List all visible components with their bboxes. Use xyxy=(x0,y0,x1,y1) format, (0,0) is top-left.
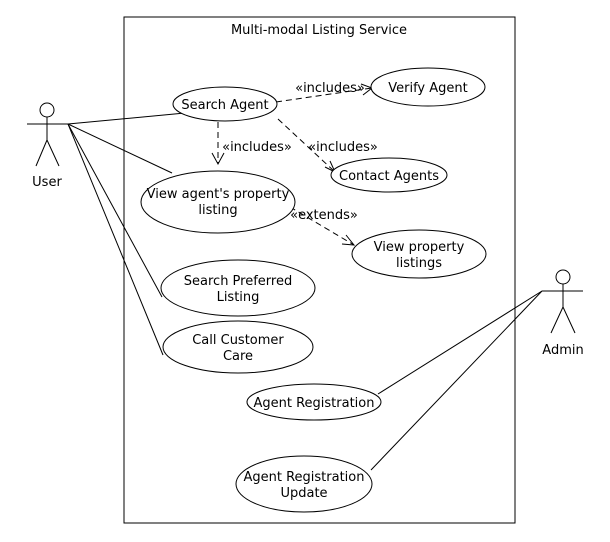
use-case-verify-agent-label: Verify Agent xyxy=(388,81,468,96)
user-associations xyxy=(67,112,186,356)
use-case-view-agent-listing-label-2: listing xyxy=(198,203,237,218)
use-case-agent-registration-update: Agent Registration Update xyxy=(235,455,373,513)
association-admin-agent-registration xyxy=(377,290,543,395)
includes-label-view: «includes» xyxy=(222,140,292,155)
use-case-agent-registration-update-label-2: Update xyxy=(280,486,327,501)
includes-label-verify: «includes» xyxy=(295,81,365,96)
includes-label-contact: «includes» xyxy=(308,140,378,155)
association-user-search-preferred xyxy=(67,123,163,298)
association-user-call-customer-care xyxy=(67,123,164,356)
use-case-call-customer-care: Call Customer Care xyxy=(162,320,314,374)
admin-actor-label: Admin xyxy=(542,343,583,358)
association-admin-agent-registration-update xyxy=(370,290,543,471)
use-case-view-agent-listing-label-1: View agent's property xyxy=(147,187,290,202)
use-case-agent-registration-update-label-1: Agent Registration xyxy=(243,470,364,485)
association-user-search-agent xyxy=(67,112,186,125)
use-case-contact-agents: Contact Agents xyxy=(330,157,448,193)
use-case-agent-registration-label: Agent Registration xyxy=(253,396,374,411)
user-actor-label: User xyxy=(32,175,62,190)
system-title: Multi-modal Listing Service xyxy=(231,23,407,38)
extends-label: «extends» xyxy=(290,208,358,223)
use-case-verify-agent: Verify Agent xyxy=(370,67,486,107)
use-case-search-agent-label: Search Agent xyxy=(181,98,268,113)
use-case-search-preferred-listing-label-2: Listing xyxy=(217,290,260,305)
use-case-view-property-listings-label-1: View property xyxy=(374,240,465,255)
use-case-agent-registration: Agent Registration xyxy=(246,383,382,421)
use-case-call-customer-care-label-1: Call Customer xyxy=(192,333,284,348)
use-case-search-preferred-listing: Search Preferred Listing xyxy=(160,259,316,317)
association-user-view-agent-listing xyxy=(67,123,173,174)
user-actor xyxy=(27,102,68,167)
admin-associations xyxy=(370,290,543,471)
extend-view-property-listings xyxy=(289,206,356,246)
use-case-view-property-listings: View property listings xyxy=(351,229,487,279)
include-view-agent-listing xyxy=(211,122,225,166)
use-case-view-property-listings-label-2: listings xyxy=(396,256,442,271)
use-case-contact-agents-label: Contact Agents xyxy=(339,169,439,184)
use-case-search-agent: Search Agent xyxy=(172,86,278,122)
use-case-call-customer-care-label-2: Care xyxy=(223,349,253,364)
use-case-search-preferred-listing-label-1: Search Preferred xyxy=(184,274,292,289)
admin-actor xyxy=(542,269,583,334)
use-case-view-agent-listing: View agent's property listing xyxy=(140,170,296,234)
